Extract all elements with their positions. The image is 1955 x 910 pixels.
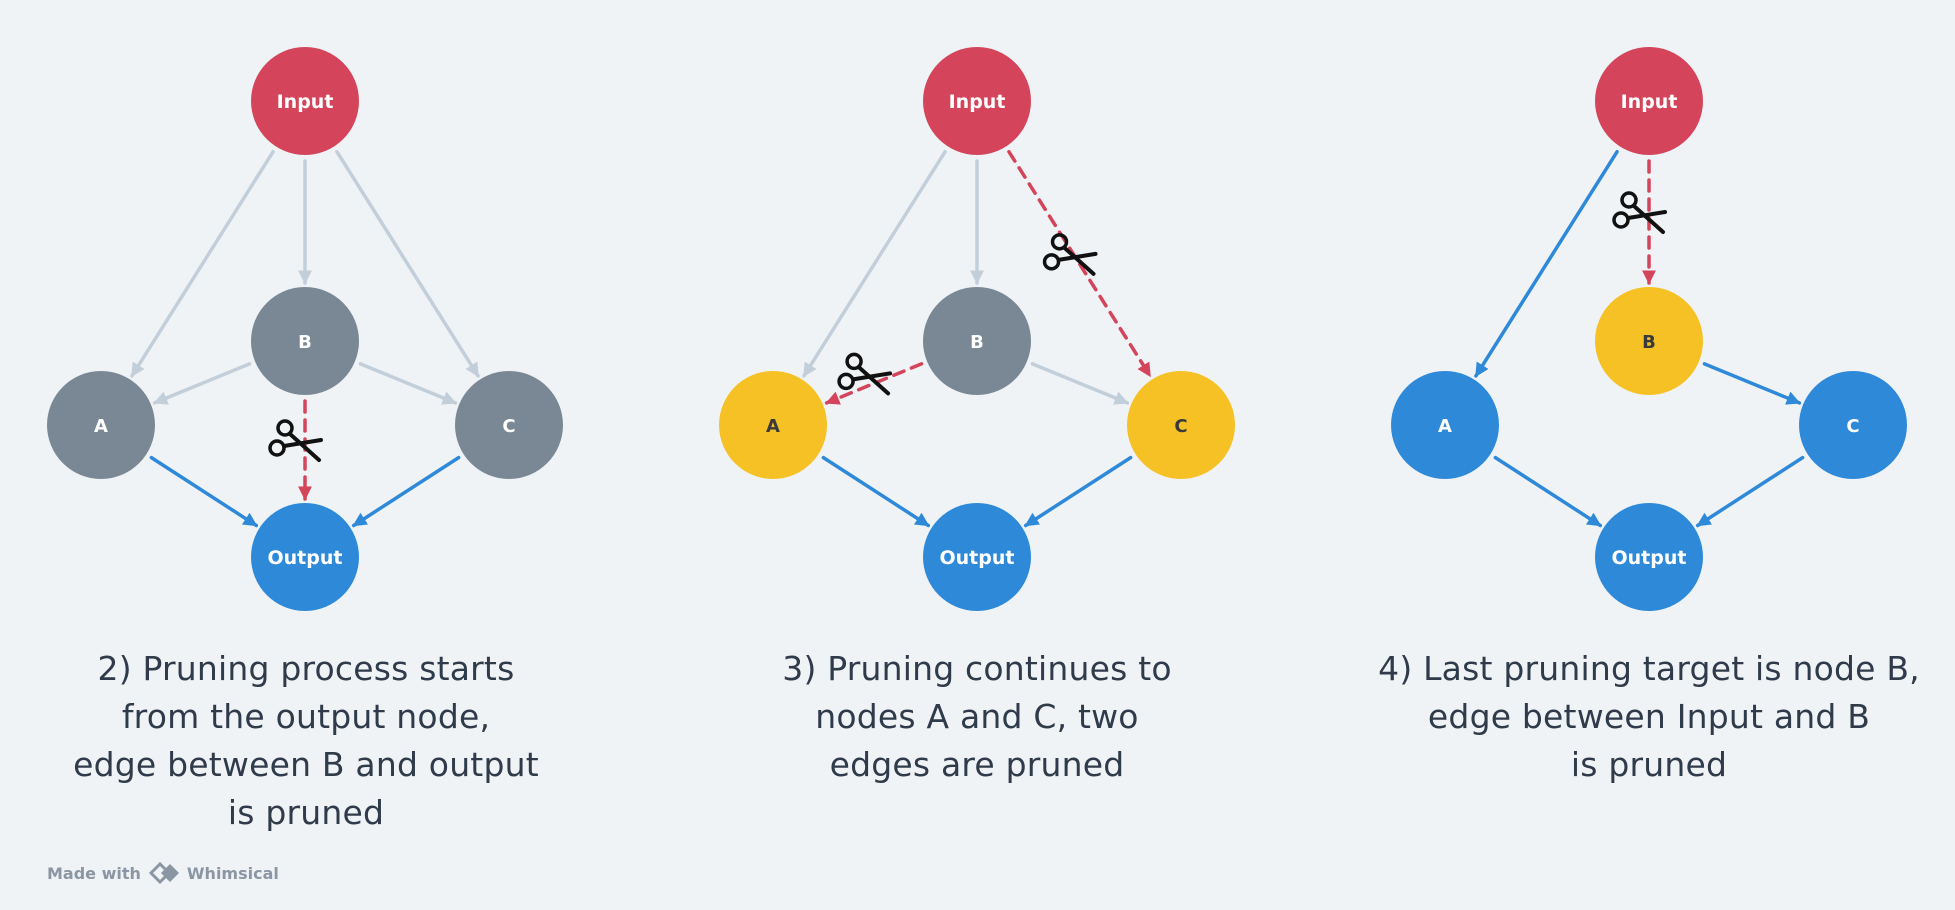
scissors-icon <box>1042 232 1098 276</box>
caption-panel-3: 4) Last pruning target is node B, edge b… <box>1369 645 1929 789</box>
edge-c-to-output <box>351 455 461 528</box>
node-circle <box>251 47 359 155</box>
caption-line: 4) Last pruning target is node B, <box>1378 649 1920 688</box>
caption-panel-1: 2) Pruning process starts from the outpu… <box>26 645 586 837</box>
node-label: C <box>1174 416 1187 437</box>
node-label: Input <box>949 91 1006 113</box>
node-input: Input <box>923 47 1031 155</box>
node-label: B <box>1642 332 1656 353</box>
scissors-icon <box>1612 191 1667 234</box>
caption-line: edges are pruned <box>829 745 1125 784</box>
node-label: B <box>970 332 984 353</box>
node-label: C <box>502 416 515 437</box>
node-circle <box>923 287 1031 395</box>
edge-a-to-output <box>821 455 931 528</box>
node-c: C <box>1127 371 1235 479</box>
node-circle <box>251 503 359 611</box>
node-label: A <box>766 416 780 437</box>
edge-input-to-a <box>130 150 275 378</box>
node-a: A <box>719 371 827 479</box>
edge-a-to-output <box>149 455 259 528</box>
node-output: Output <box>923 503 1031 611</box>
edge-c-to-output <box>1023 455 1133 528</box>
caption-line: 2) Pruning process starts <box>97 649 515 688</box>
edge-b-to-a-pruned <box>824 362 924 405</box>
edge-b-to-c <box>1030 362 1130 405</box>
node-circle <box>1127 371 1235 479</box>
node-c: C <box>1799 371 1907 479</box>
node-c: C <box>455 371 563 479</box>
node-label: A <box>94 416 108 437</box>
node-label: Input <box>277 91 334 113</box>
node-label: Output <box>268 547 343 569</box>
node-circle <box>923 503 1031 611</box>
node-circle <box>47 371 155 479</box>
edge-input-to-c <box>335 150 480 378</box>
node-circle <box>1595 287 1703 395</box>
node-label: Input <box>1621 91 1678 113</box>
edge-b-to-a <box>152 362 252 405</box>
edge-c-to-output <box>1695 455 1805 528</box>
node-label: B <box>298 332 312 353</box>
caption-line: 3) Pruning continues to <box>782 649 1172 688</box>
node-label: Output <box>940 547 1015 569</box>
caption-panel-2: 3) Pruning continues to nodes A and C, t… <box>697 645 1257 789</box>
node-label: A <box>1438 416 1452 437</box>
node-circle <box>455 371 563 479</box>
node-b: B <box>923 287 1031 395</box>
node-circle <box>1799 371 1907 479</box>
node-circle <box>923 47 1031 155</box>
node-label: Output <box>1612 547 1687 569</box>
caption-line: from the output node, <box>121 697 491 736</box>
node-circle <box>1595 503 1703 611</box>
whimsical-logo-icon <box>148 862 179 884</box>
node-circle <box>251 287 359 395</box>
footer-attribution[interactable]: Made with Whimsical <box>47 862 279 884</box>
node-a: A <box>47 371 155 479</box>
node-circle <box>1595 47 1703 155</box>
node-input: Input <box>251 47 359 155</box>
caption-line: edge between B and output <box>73 745 539 784</box>
made-with-label: Made with <box>47 863 141 883</box>
node-b: B <box>251 287 359 395</box>
node-circle <box>719 371 827 479</box>
node-output: Output <box>1595 503 1703 611</box>
edge-input-to-a <box>1474 150 1619 378</box>
node-label: C <box>1846 416 1859 437</box>
edge-b-to-c <box>1702 362 1802 405</box>
caption-line: is pruned <box>1570 745 1728 784</box>
node-circle <box>1391 371 1499 479</box>
edge-input-to-a <box>802 150 947 378</box>
node-a: A <box>1391 371 1499 479</box>
caption-line: edge between Input and B <box>1427 697 1871 736</box>
caption-line: is pruned <box>227 793 385 832</box>
node-input: Input <box>1595 47 1703 155</box>
caption-line: nodes A and C, two <box>815 697 1139 736</box>
brand-label: Whimsical <box>186 863 279 883</box>
node-output: Output <box>251 503 359 611</box>
scissors-icon <box>268 419 323 462</box>
edge-a-to-output <box>1493 455 1603 528</box>
edge-b-to-c <box>358 362 458 405</box>
node-b: B <box>1595 287 1703 395</box>
